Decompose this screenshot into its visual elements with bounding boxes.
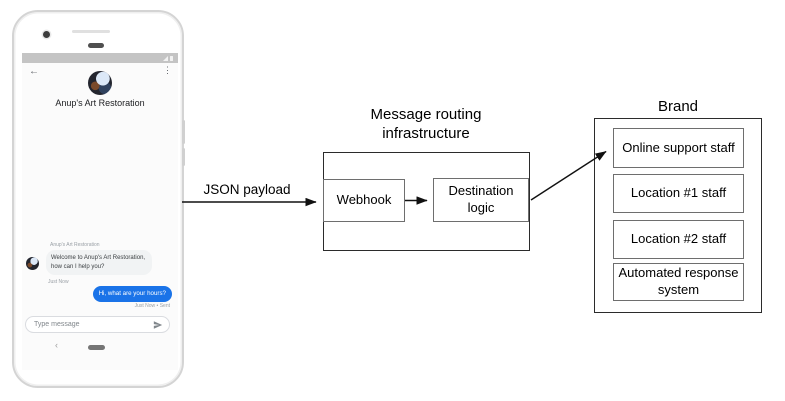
routing-title: Message routing infrastructure — [370, 106, 482, 143]
speaker-grille-icon — [72, 30, 110, 33]
status-bar — [22, 53, 178, 63]
brand-item-automated-response: Automated response system — [613, 263, 744, 301]
front-camera-icon — [43, 31, 50, 38]
brand-container-box — [594, 118, 762, 313]
back-arrow-icon[interactable]: ← — [29, 66, 39, 77]
brand-avatar — [88, 71, 112, 95]
phone-screen: ← ⋮ Anup's Art Restoration Anup's Art Re… — [22, 53, 178, 370]
send-icon[interactable] — [153, 320, 163, 330]
battery-icon — [170, 55, 173, 61]
message-composer[interactable] — [25, 316, 170, 333]
incoming-timestamp: Just Now — [48, 279, 69, 285]
outgoing-message-bubble: Hi, what are your hours? — [92, 286, 172, 303]
brand-item-location-2: Location #2 staff — [613, 220, 744, 259]
overflow-menu-icon[interactable]: ⋮ — [163, 65, 172, 75]
nav-back-icon[interactable]: ‹ — [55, 340, 58, 350]
phone-mockup: ← ⋮ Anup's Art Restoration Anup's Art Re… — [12, 10, 185, 388]
json-payload-label: JSON payload — [203, 182, 291, 197]
brand-item-location-1: Location #1 staff — [613, 174, 744, 213]
brand-title: Brand — [657, 98, 699, 115]
volume-button — [182, 120, 185, 144]
message-input[interactable] — [32, 320, 149, 329]
destination-logic-box: Destination logic — [433, 178, 529, 222]
earpiece-icon — [88, 43, 104, 48]
nav-home-button[interactable] — [88, 345, 105, 350]
chat-title: Anup's Art Restoration — [55, 98, 145, 108]
sender-label: Anup's Art Restoration — [50, 242, 100, 248]
incoming-message-bubble: Welcome to Anup's Art Restoration, how c… — [46, 250, 152, 276]
outgoing-status: Just Now • Sent — [134, 303, 170, 309]
brand-item-online-support: Online support staff — [613, 128, 744, 168]
signal-icon — [163, 55, 168, 61]
message-avatar — [26, 257, 39, 270]
webhook-box: Webhook — [323, 179, 405, 222]
power-button — [182, 148, 185, 166]
